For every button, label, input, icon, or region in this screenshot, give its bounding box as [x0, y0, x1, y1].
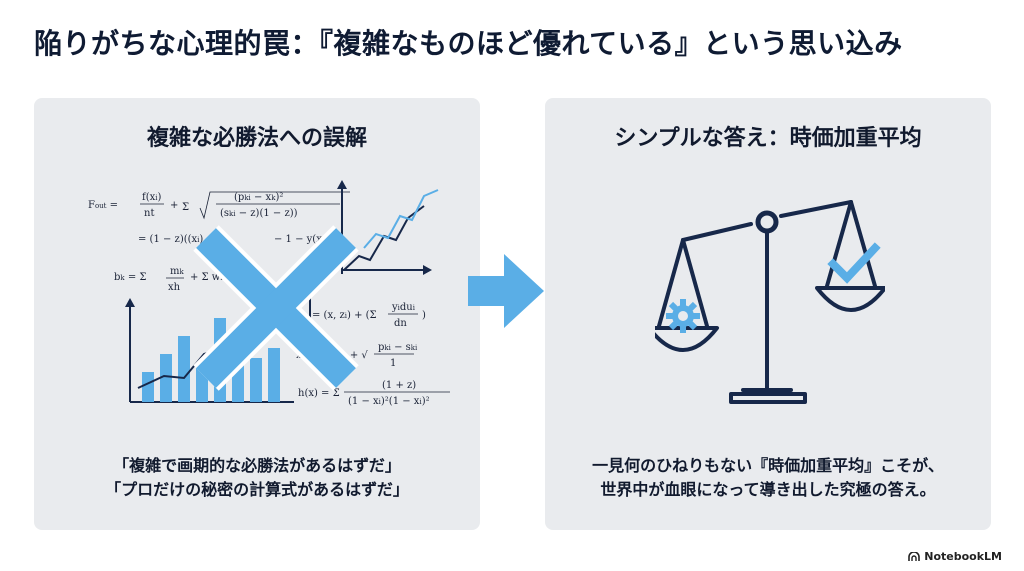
balance-scale-icon: [655, 200, 885, 404]
right-caption-line-2: 世界中が血眼になって導き出した究極の答え。: [600, 480, 936, 499]
right-panel: シンプルな答え：時価加重平均: [545, 98, 991, 530]
svg-text:(1 − xi)²(1 − xi)²: (1 − xi)²(1 − xi)²: [348, 396, 430, 407]
left-caption-line-2: 「プロだけの秘密の計算式があるはずだ」: [105, 480, 409, 499]
brand-label: NotebookLM: [924, 550, 1002, 563]
svg-text:): ): [422, 310, 426, 321]
notebooklm-brand: NotebookLM: [908, 550, 1002, 563]
complex-formulas-illustration: Fout = f(xi) nt + Σ (pki − xk)² (ski − z…: [88, 180, 450, 407]
formula-3: bk = Σ: [114, 272, 146, 283]
svg-text:+: +: [170, 200, 178, 211]
formula-block: Fout = f(xi) nt + Σ (pki − xk)² (ski − z…: [88, 191, 450, 407]
formula-1: Fout =: [88, 200, 118, 211]
formula-2: = (1 − z)((xi): [138, 234, 203, 245]
checkmark-icon: [827, 242, 881, 284]
formula-1-num: f(xi): [142, 192, 162, 203]
svg-text:1: 1: [390, 358, 396, 369]
svg-text:dn: dn: [394, 318, 407, 329]
right-caption-line-1: 一見何のひねりもない『時価加重平均』こそが、: [592, 456, 944, 475]
gear-icon: [666, 299, 700, 333]
left-panel: 複雑な必勝法への誤解 Fout = f(xi) nt + Σ (pki − xk…: [34, 98, 480, 530]
left-panel-heading: 複雑な必勝法への誤解: [146, 126, 367, 151]
svg-text:xh: xh: [168, 282, 181, 293]
right-panel-caption: 一見何のひねりもない『時価加重平均』こそが、 世界中が血眼になって導き出した究極…: [545, 454, 991, 502]
left-caption-line-1: 「複雑で画期的な必勝法があるはずだ」: [113, 456, 401, 475]
notebooklm-logo-icon: [908, 551, 921, 561]
svg-text:mk: mk: [170, 266, 184, 277]
formula-6: h(x) = Σ: [298, 388, 340, 399]
formula-4: = (x, zi) + (Σ: [312, 310, 377, 321]
right-panel-heading: シンプルな答え：時価加重平均: [614, 126, 922, 151]
cross-out-icon: [193, 225, 359, 391]
svg-text:nt: nt: [144, 208, 154, 219]
svg-text:yidui: yidui: [391, 302, 416, 313]
svg-text:Σ: Σ: [182, 202, 189, 213]
left-panel-caption: 「複雑で画期的な必勝法があるはずだ」 「プロだけの秘密の計算式があるはずだ」: [34, 454, 480, 502]
svg-text:(ski − z)(1 − z)): (ski − z)(1 − z)): [220, 208, 298, 219]
svg-text:(pki − xk)²: (pki − xk)²: [234, 192, 283, 203]
page-title: 陥りがちな心理的罠：『複雑なものほど優れている』という思い込み: [34, 27, 903, 60]
svg-text:(1 + z): (1 + z): [382, 380, 416, 391]
right-arrow-icon: [468, 254, 544, 328]
svg-text:pki − ski: pki − ski: [378, 342, 418, 353]
